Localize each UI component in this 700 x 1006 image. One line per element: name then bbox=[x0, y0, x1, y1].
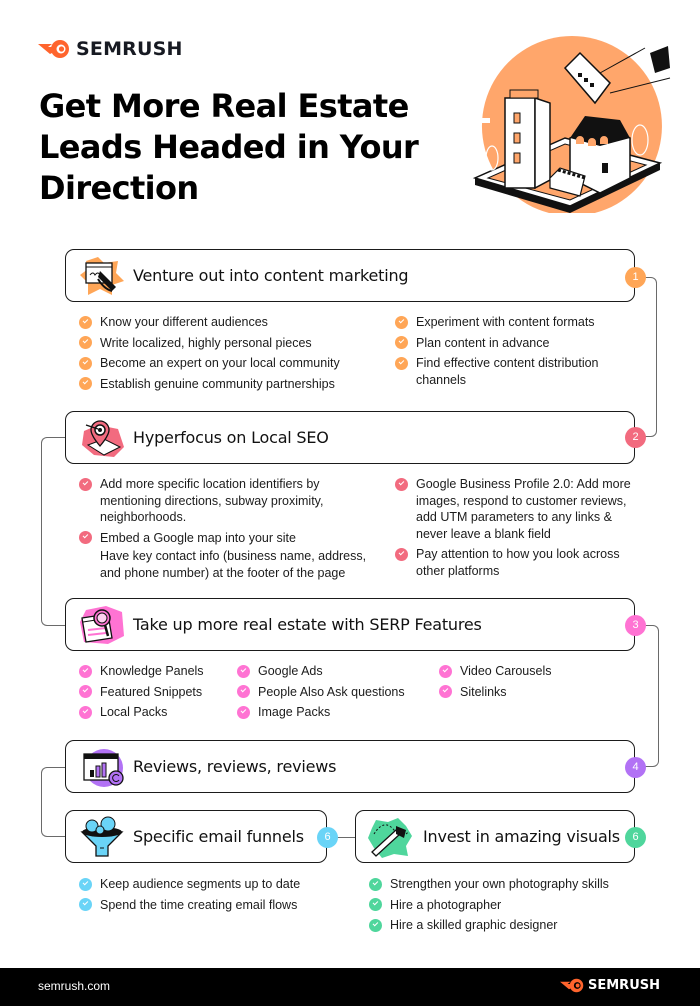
footer-semrush-logo[interactable]: SEMRUSH bbox=[560, 978, 660, 993]
step-badge-4: 4 bbox=[625, 757, 646, 778]
content-writing-icon bbox=[80, 257, 124, 295]
list-item: Keep audience segments up to date bbox=[79, 876, 339, 893]
section-6-list: Strengthen your own photography skills H… bbox=[369, 876, 649, 938]
section-card-email-funnels: Specific email funnels bbox=[65, 810, 327, 863]
semrush-fireball-icon bbox=[560, 978, 584, 993]
list-item: People Also Ask questions bbox=[237, 684, 437, 701]
section-title: Specific email funnels bbox=[133, 827, 304, 846]
check-icon bbox=[237, 664, 250, 678]
section-3-list-col2: Google Ads People Also Ask questions Ima… bbox=[237, 663, 437, 725]
section-2-list-left: Add more specific location identifiers b… bbox=[79, 476, 374, 585]
connector-1-2 bbox=[645, 277, 657, 437]
section-3-list-col3: Video Carousels Sitelinks bbox=[439, 663, 619, 704]
footer: semrush.com SEMRUSH bbox=[0, 968, 700, 1006]
check-icon bbox=[79, 377, 92, 390]
list-item: Knowledge Panels bbox=[79, 663, 229, 680]
list-item: Hire a photographer bbox=[369, 897, 649, 914]
check-icon bbox=[439, 685, 452, 698]
list-item: Google Ads bbox=[237, 663, 437, 680]
list-item: Image Packs bbox=[237, 704, 437, 721]
check-icon bbox=[395, 356, 408, 370]
check-icon bbox=[79, 356, 92, 370]
check-icon bbox=[395, 315, 408, 329]
email-funnel-icon bbox=[80, 816, 124, 857]
logo-text: SEMRUSH bbox=[76, 38, 183, 60]
check-icon bbox=[79, 877, 92, 891]
list-item: Embed a Google map into your site bbox=[79, 530, 374, 547]
section-card-content-marketing: Venture out into content marketing bbox=[65, 249, 635, 302]
check-icon bbox=[79, 315, 92, 329]
check-icon bbox=[395, 547, 408, 561]
connector-4-5 bbox=[41, 767, 65, 837]
section-3-list-col1: Knowledge Panels Featured Snippets Local… bbox=[79, 663, 229, 725]
list-item: Know your different audiences bbox=[79, 314, 379, 331]
footer-logo-text: SEMRUSH bbox=[588, 978, 660, 993]
section-2-list-right: Google Business Profile 2.0: Add more im… bbox=[395, 476, 640, 583]
list-item: Establish genuine community partnerships bbox=[79, 376, 379, 393]
list-item: Add more specific location identifiers b… bbox=[79, 476, 374, 526]
list-item: Pay attention to how you look across oth… bbox=[395, 546, 640, 579]
list-item: Google Business Profile 2.0: Add more im… bbox=[395, 476, 640, 542]
section-1-list-right: Experiment with content formats Plan con… bbox=[395, 314, 635, 392]
section-title: Take up more real estate with SERP Featu… bbox=[133, 615, 482, 634]
serp-search-icon bbox=[80, 606, 124, 644]
connector-2-3 bbox=[41, 437, 65, 626]
camera-visuals-icon bbox=[368, 818, 412, 858]
check-icon bbox=[395, 336, 408, 349]
section-title: Venture out into content marketing bbox=[133, 266, 409, 285]
section-card-visuals: Invest in amazing visuals bbox=[355, 810, 635, 863]
check-icon bbox=[369, 877, 382, 891]
section-title: Hyperfocus on Local SEO bbox=[133, 428, 329, 447]
section-1-list-left: Know your different audiences Write loca… bbox=[79, 314, 379, 396]
check-icon bbox=[237, 705, 250, 719]
step-badge-6-email: 6 bbox=[317, 827, 338, 848]
check-icon bbox=[79, 477, 92, 491]
section-title: Invest in amazing visuals bbox=[423, 827, 620, 846]
check-icon bbox=[79, 664, 92, 678]
footer-url-link[interactable]: semrush.com bbox=[38, 979, 111, 993]
section-card-serp-features: Take up more real estate with SERP Featu… bbox=[65, 598, 635, 651]
check-icon bbox=[439, 664, 452, 678]
list-item: Local Packs bbox=[79, 704, 229, 721]
connector-5-6 bbox=[336, 837, 356, 838]
location-pin-icon bbox=[82, 420, 124, 457]
reviews-chart-icon bbox=[83, 749, 124, 787]
list-item: Find effective content distribution chan… bbox=[395, 355, 635, 388]
semrush-logo[interactable]: SEMRUSH bbox=[38, 38, 183, 60]
check-icon bbox=[237, 685, 250, 698]
check-icon bbox=[79, 898, 92, 911]
section-5-list: Keep audience segments up to date Spend … bbox=[79, 876, 339, 917]
list-item: Experiment with content formats bbox=[395, 314, 635, 331]
page-title: Get More Real Estate Leads Headed in You… bbox=[39, 87, 419, 207]
list-item: Hire a skilled graphic designer bbox=[369, 917, 649, 934]
list-item: Strengthen your own photography skills bbox=[369, 876, 649, 893]
step-badge-3: 3 bbox=[625, 615, 646, 636]
list-item: Become an expert on your local community bbox=[79, 355, 379, 372]
list-item: Spend the time creating email flows bbox=[79, 897, 339, 914]
list-item: Video Carousels bbox=[439, 663, 619, 680]
list-item: Have key contact info (business name, ad… bbox=[100, 549, 367, 580]
list-item: Featured Snippets bbox=[79, 684, 229, 701]
list-item: Sitelinks bbox=[439, 684, 619, 701]
section-card-local-seo: Hyperfocus on Local SEO bbox=[65, 411, 635, 464]
section-card-reviews: Reviews, reviews, reviews bbox=[65, 740, 635, 793]
connector-3-4 bbox=[645, 625, 659, 767]
check-icon bbox=[79, 685, 92, 698]
check-icon bbox=[395, 477, 408, 491]
step-badge-1: 1 bbox=[625, 267, 646, 288]
real-estate-buildings-illustration bbox=[472, 36, 671, 213]
step-badge-6-visuals: 6 bbox=[625, 827, 646, 848]
check-icon bbox=[79, 336, 92, 349]
list-item: Plan content in advance bbox=[395, 335, 635, 352]
check-icon bbox=[79, 531, 92, 544]
step-badge-2: 2 bbox=[625, 427, 646, 448]
check-icon bbox=[369, 898, 382, 911]
section-title: Reviews, reviews, reviews bbox=[133, 757, 337, 776]
check-icon bbox=[79, 705, 92, 719]
semrush-fireball-icon bbox=[38, 40, 69, 58]
check-icon bbox=[369, 918, 382, 932]
list-item: Write localized, highly personal pieces bbox=[79, 335, 379, 352]
